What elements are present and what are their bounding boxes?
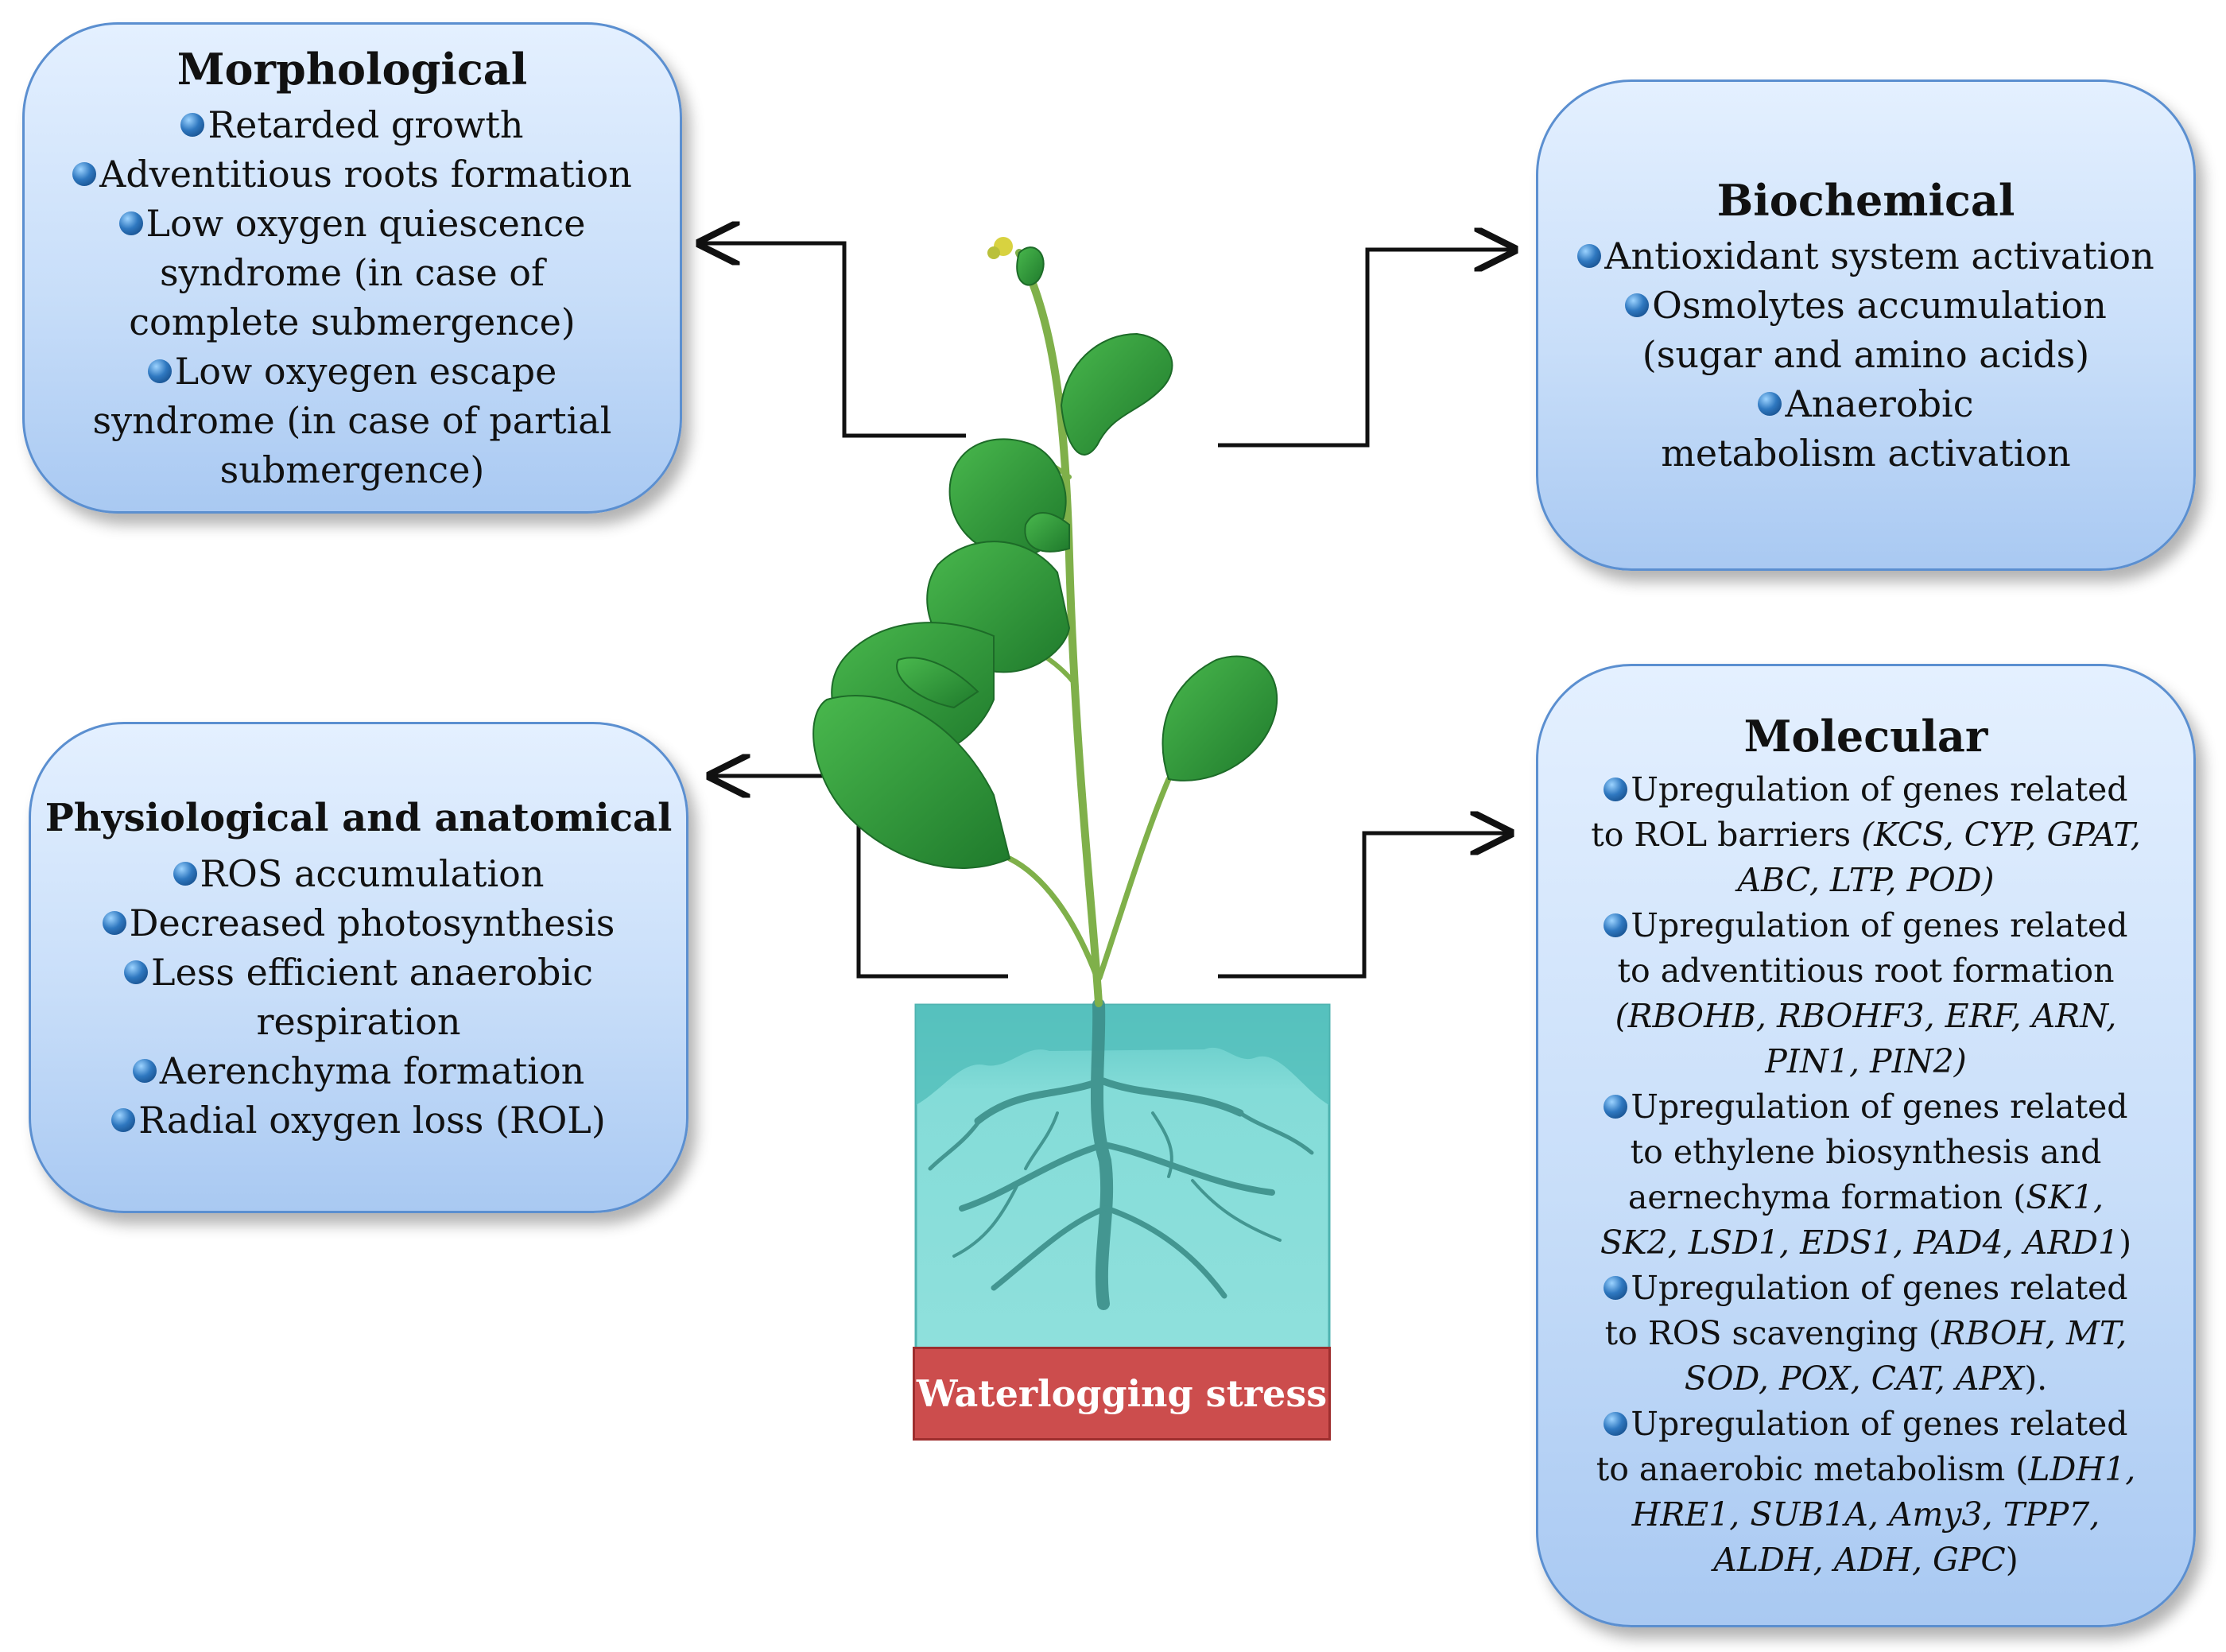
molecular-item: Upregulation of genes related to ROS sca…: [1604, 1269, 2128, 1398]
connector-arrows: [700, 243, 1514, 979]
molecular-item: Upregulation of genes related to ROL bar…: [1591, 770, 2141, 899]
morphological-item: Low oxyegen escape syndrome (in case of …: [92, 350, 612, 491]
biochemical-item: Osmolytes accumulation (sugar and amino …: [1538, 281, 2193, 379]
morphological-title: Morphological: [176, 44, 528, 95]
leaf: [1016, 246, 1045, 286]
plant-leaves: [812, 246, 1278, 869]
gene-list: RBOH, MT, SOD, POX, CAT, APX: [1684, 1314, 2127, 1398]
bullet-icon: [1604, 1094, 1628, 1119]
molecular-item: Upregulation of genes related to adventi…: [1538, 903, 2193, 1084]
bullet-icon: [118, 211, 143, 235]
gene-list: (RBOHB, RBOHF3, ERF, ARN, PIN1, PIN2): [1615, 997, 2117, 1080]
bullet-icon: [173, 862, 197, 886]
bullet-icon: [1604, 1411, 1628, 1436]
bullet-icon: [1604, 1275, 1628, 1300]
leaf: [896, 657, 979, 709]
bullet-icon: [180, 113, 205, 137]
biochemical-box: Biochemical Antioxidant system activatio…: [1536, 79, 2196, 571]
plant-bud: [987, 237, 1013, 259]
bullet-icon: [1625, 293, 1650, 317]
morphological-box: Morphological Retarded growth Adventitio…: [22, 22, 682, 514]
molecular-box: Molecular Upregulation of genes related …: [1536, 664, 2196, 1627]
biochemical-title: Biochemical: [1716, 175, 2015, 226]
arrow-to-biochemical: [1218, 250, 1514, 448]
molecular-item: Upregulation of genes related to anaerob…: [1596, 1405, 2136, 1579]
physiological-item: ROS accumulation: [31, 849, 686, 898]
physiological-item: Radial oxygen loss (ROL): [31, 1096, 686, 1145]
leaf: [1161, 655, 1278, 781]
gene-list: (KCS, CYP, GPAT, ABC, LTP, POD): [1737, 816, 2141, 899]
waterlogging-stress-label: Waterlogging stress: [913, 1347, 1331, 1441]
molecular-item: Upregulation of genes related to ethylen…: [1600, 1088, 2132, 1262]
molecular-title: Molecular: [1743, 711, 1988, 762]
water-container: [914, 1003, 1331, 1350]
physiological-title: Physiological and anatomical: [45, 796, 673, 840]
arrow-to-molecular: [1218, 833, 1510, 979]
biochemical-item: Anaerobic metabolism activation: [1661, 382, 2071, 475]
bullet-icon: [1604, 777, 1628, 801]
bullet-icon: [1604, 913, 1628, 937]
arrow-to-physiological: [710, 776, 1008, 979]
bullet-icon: [72, 162, 97, 186]
morphological-item: Low oxygen quiescence syndrome (in case …: [25, 199, 680, 347]
plant-roots: [928, 999, 1314, 1310]
bullet-icon: [1577, 244, 1602, 268]
physiological-item: Less efficient anaerobic respiration: [31, 948, 686, 1046]
physiological-item: Decreased photosynthesis: [31, 898, 686, 948]
bullet-icon: [132, 1059, 157, 1083]
bullet-icon: [147, 359, 172, 383]
bullet-icon: [102, 911, 126, 935]
physiological-item: Aerenchyma formation: [31, 1046, 686, 1096]
bullet-icon: [1758, 392, 1782, 416]
leaf: [1024, 512, 1070, 553]
arrow-to-morphological: [700, 243, 966, 438]
bullet-icon: [124, 960, 149, 984]
morphological-item: Adventitious roots formation: [25, 149, 680, 199]
morphological-item: Retarded growth: [25, 100, 680, 149]
biochemical-item: Antioxidant system activation: [1538, 231, 2193, 281]
leaf: [812, 695, 1011, 869]
gene-list: LDH1, HRE1, SUB1A, Amy3, TPP7, ALDH, ADH…: [1631, 1450, 2136, 1579]
bullet-icon: [111, 1108, 136, 1132]
leaf: [1060, 332, 1173, 456]
physiological-anatomical-box: Physiological and anatomical ROS accumul…: [29, 722, 688, 1213]
gene-list: SK1, SK2, LSD1, EDS1, PAD4, ARD1: [1600, 1178, 2119, 1262]
